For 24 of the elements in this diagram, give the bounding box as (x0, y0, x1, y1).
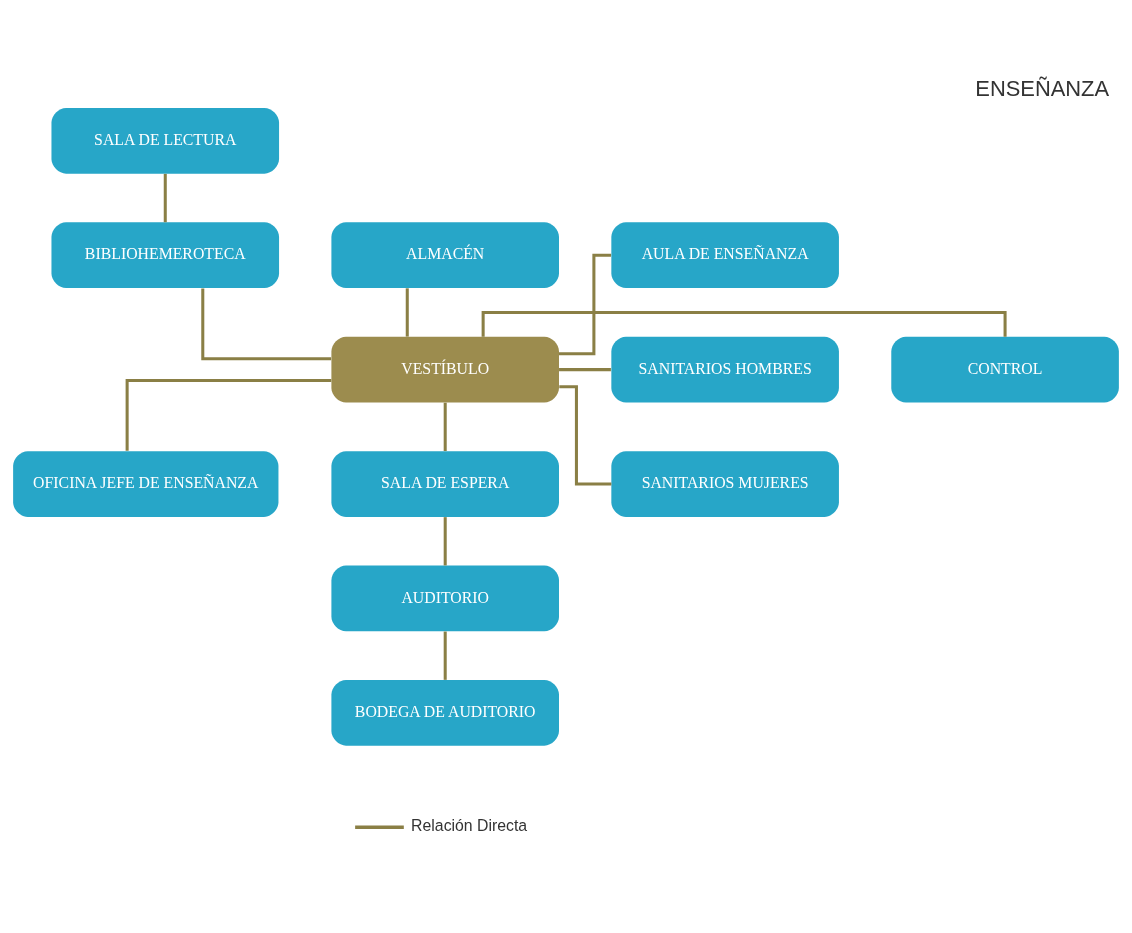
node-box: AULA DE ENSEÑANZA (611, 221, 839, 288)
node-box: SALA DE LECTURA (51, 107, 280, 174)
legend-label: Relación Directa (411, 816, 528, 834)
node-box: SANITARIOS HOMBRES (611, 336, 839, 402)
connector (481, 310, 1007, 337)
node-box: SALA DE ESPERA (331, 450, 559, 517)
node-box: VESTÍBULO (331, 336, 559, 402)
connector (201, 288, 332, 360)
node-box: CONTROL (891, 336, 1119, 402)
node-box: BIBLIOHEMEROTECA (51, 221, 280, 288)
connector (443, 516, 447, 565)
connector (559, 367, 611, 371)
connector (559, 384, 612, 486)
node-box: AUDITORIO (331, 565, 559, 631)
connector (163, 173, 167, 222)
node-box: ALMACÉN (331, 221, 559, 288)
connector (443, 631, 447, 680)
connector (405, 287, 409, 337)
diagram-title: ENSEÑANZA (975, 75, 1110, 101)
connector (443, 402, 447, 451)
node-box: SANITARIOS MUJERES (611, 450, 839, 517)
node-box: OFICINA JEFE DE ENSEÑANZA (13, 450, 279, 517)
node-box: BODEGA DE AUDITORIO (331, 679, 559, 746)
connector (125, 378, 332, 451)
